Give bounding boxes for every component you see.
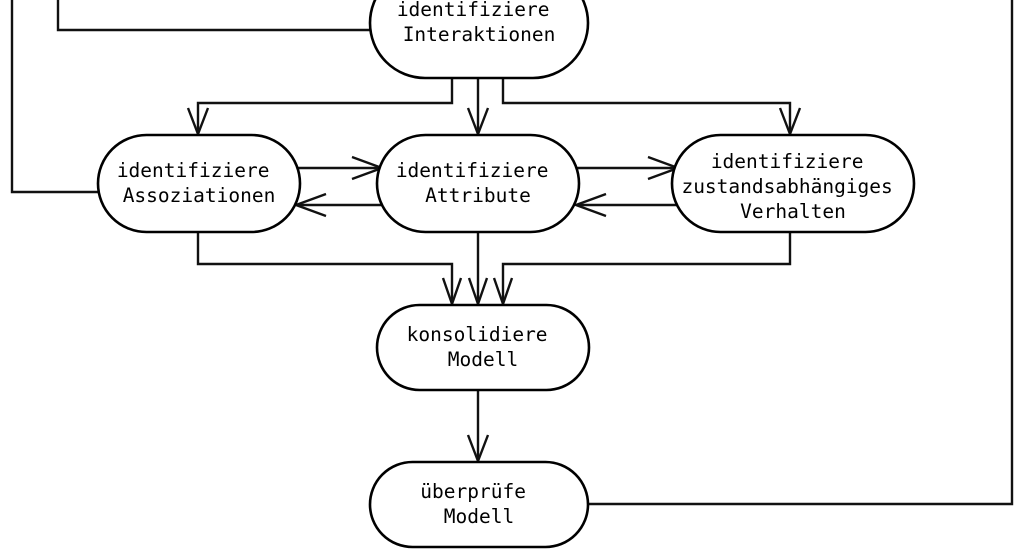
node-label-line-2: Modell [444, 505, 514, 528]
node-shape-verify-model [368, 460, 590, 549]
edge-verhalten-to-konsolidiere [501, 232, 792, 303]
node-identify-interactions[interactable]: identifiziere Interaktionen [368, 0, 590, 80]
node-label-verify-model: überprüfe Modell [420, 480, 537, 528]
node-label-line-1: identifiziere [711, 150, 864, 173]
node-shape-identify-interactions [368, 0, 590, 80]
node-label-line-2: Modell [448, 348, 518, 371]
node-label-identify-state-dependent-behaviour: identifiziere zustandsabhängiges Verhalt… [681, 150, 904, 223]
edge-assoziationen-to-konsolidiere [196, 232, 454, 303]
node-identify-state-dependent-behaviour[interactable]: identifiziere zustandsabhängiges Verhalt… [670, 133, 916, 234]
edge-ueberpruefe-feedback-right [588, 0, 1014, 506]
node-shape-consolidate-model [375, 303, 591, 392]
node-label-line-1: identifiziere [396, 159, 549, 182]
node-label-line-1: identifiziere [117, 159, 270, 182]
edge-offscreen-left-to-assoziationen [10, 0, 104, 194]
node-label-line-3: Verhalten [740, 200, 846, 223]
node-label-line-2: Interaktionen [403, 23, 556, 46]
edge-interaktionen-to-verhalten [501, 78, 792, 133]
node-identify-associations[interactable]: identifiziere Assoziationen [96, 133, 302, 234]
arrowhead-verhalten-attribute [572, 192, 607, 218]
node-label-identify-interactions: identifiziere Interaktionen [397, 0, 561, 46]
node-label-line-2: zustandsabhängiges [681, 175, 892, 198]
edge-interaktionen-to-assoziationen [196, 78, 454, 133]
node-label-line-2: Attribute [425, 184, 531, 207]
node-label-identify-associations: identifiziere Assoziationen [117, 159, 281, 207]
node-label-consolidate-model: konsolidiere Modell [407, 323, 560, 371]
node-label-line-2: Assoziationen [123, 184, 276, 207]
node-consolidate-model[interactable]: konsolidiere Modell [375, 303, 591, 392]
node-label-line-1: konsolidiere [407, 323, 548, 346]
node-shape-identify-associations [96, 133, 302, 234]
edge-interaktionen-feedback-left [56, 0, 370, 32]
node-shape-identify-state-dependent-behaviour [670, 133, 916, 234]
node-identify-attributes[interactable]: identifiziere Attribute [375, 133, 581, 234]
node-label-line-1: identifiziere [397, 0, 550, 21]
node-label-identify-attributes: identifiziere Attribute [396, 159, 560, 207]
node-verify-model[interactable]: überprüfe Modell [368, 460, 590, 549]
node-shape-identify-attributes [375, 133, 581, 234]
node-label-line-1: überprüfe [420, 480, 526, 503]
